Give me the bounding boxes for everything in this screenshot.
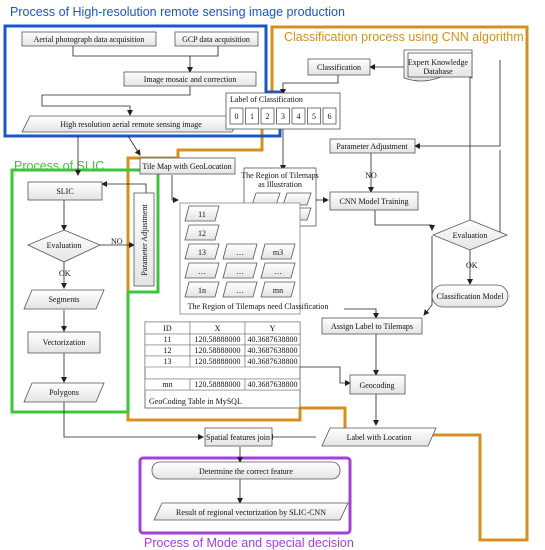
tilemap-tile-label: 11	[198, 210, 206, 219]
result-vectorization-node: Result of regional vectorization by SLIC…	[176, 508, 326, 517]
class-label-text: 3	[281, 112, 285, 121]
hr-image-node: High resolution aerial remote sensing im…	[60, 120, 202, 129]
classification-node: Classification	[317, 63, 361, 72]
class-label-box	[307, 107, 321, 125]
tilemap-tile	[184, 243, 220, 260]
class-label-boxes: 0 1 2 3 4 5 6	[229, 107, 337, 125]
tilemap-tile-label: mn	[273, 286, 283, 295]
class-label-box	[322, 107, 337, 125]
class-label-text: 0	[235, 112, 239, 121]
table-cell-text: X	[215, 324, 221, 333]
table-cell-text: 40.3687638800	[248, 357, 298, 366]
tilemap-tile	[184, 281, 220, 298]
class-label-text: 2	[266, 112, 270, 121]
tilemap-tile	[184, 262, 220, 279]
label-of-classification-title: Label of Classification	[230, 95, 303, 104]
tilemap-tile-label: …	[274, 267, 282, 276]
geocoding-table-caption: GeoCoding Table in MySQL	[149, 397, 242, 406]
tilemap-tile	[222, 281, 258, 298]
cnn-param-adjustment-node: Parameter Adjustment	[336, 142, 408, 151]
class-label-box	[260, 107, 275, 125]
assign-label-node: Assign Label to Tilemaps	[331, 322, 413, 331]
table-cell-text: Y	[270, 324, 276, 333]
class-label-text: 1	[250, 112, 254, 121]
table-cell-text: 13	[164, 357, 172, 366]
tilemap-tiles: 11 12 13 … m3 … … … 1n … mn	[184, 205, 296, 298]
class-label-box	[229, 107, 244, 125]
cnn-ok-label: OK	[466, 261, 478, 270]
illustration-text-1: The Region of Tilemaps	[241, 171, 319, 180]
slic-evaluation-node: Evaluation	[47, 241, 82, 250]
label-with-location-node: Label with Location	[347, 433, 412, 442]
table-cell-text: 120.58888000	[195, 346, 241, 355]
tilemap-tile-label: 13	[198, 248, 206, 257]
slic-no-label: NO	[111, 237, 123, 246]
class-label-text: 6	[328, 112, 332, 121]
illustration-tile	[282, 192, 312, 206]
tilemap-tile-label: 1n	[198, 286, 206, 295]
table-cell	[244, 378, 301, 391]
expert-db-text-1: Expert Knowledge	[408, 58, 469, 67]
tilemap-tile	[260, 243, 296, 260]
slic-process-title: Process of SLIC	[14, 159, 104, 173]
connectors	[41, 45, 501, 504]
class-label-box	[276, 107, 290, 125]
slic-ok-label: OK	[59, 269, 71, 278]
tilemap-tile	[222, 243, 258, 260]
tilemap-geolocation-node: Tile Map with GeoLocation	[142, 162, 231, 171]
tilemap-tile-label: …	[198, 267, 206, 276]
class-label-box	[291, 107, 306, 125]
class-label-text: 5	[312, 112, 316, 121]
cnn-region-outline	[126, 25, 529, 542]
determine-feature-node: Determine the correct feature	[199, 467, 293, 476]
table-cell-text: 120.58888000	[195, 357, 241, 366]
hr-process-title: Process of High-resolution remote sensin…	[10, 5, 345, 19]
geocoding-table-cells: ID X Y 11 120.58888000 40.3687638800 12 120.588…	[144, 321, 301, 391]
aerial-acquisition-node: Aerial photograph data acquisition	[34, 35, 145, 44]
tilemap-tile	[222, 262, 258, 279]
tilemap-tile-label: 12	[198, 229, 206, 238]
slic-node: SLIC	[56, 187, 73, 196]
table-cell-text: 120.58888000	[195, 380, 241, 389]
cnn-evaluation-node: Evaluation	[453, 231, 488, 240]
tilemap-tile	[184, 205, 220, 222]
vectorization-node: Vectorization	[43, 338, 86, 347]
slic-param-adjustment-node: Parameter Adjustment	[140, 204, 149, 276]
table-cell-text: mn	[162, 380, 172, 389]
cnn-training-node: CNN Model Training	[340, 197, 409, 206]
cnn-no-label: NO	[365, 171, 377, 180]
segments-node: Segments	[48, 295, 79, 304]
tilemap-tile-label: …	[236, 286, 244, 295]
tilemap-tile-label: …	[236, 267, 244, 276]
image-mosaic-node: Image mosaic and correction	[144, 75, 237, 84]
illustration-text-2: as Illustration	[258, 180, 302, 189]
class-label-box	[245, 107, 259, 125]
table-cell	[244, 355, 301, 368]
table-cell-text: 12	[164, 346, 172, 355]
tilemap-tile	[260, 262, 296, 279]
tilemap-tile-label: …	[236, 248, 244, 257]
classification-model-node: Classification Model	[437, 292, 505, 301]
table-cell-text: 40.3687638800	[248, 335, 298, 344]
expert-db-text-2: Database	[423, 67, 453, 76]
mode-process-title: Process of Mode and special decision	[144, 536, 354, 550]
table-cell-text: 11	[164, 335, 172, 344]
table-cell-text: 120.58888000	[195, 335, 241, 344]
tilemap-tile	[184, 224, 220, 241]
class-label-text: 4	[297, 112, 301, 121]
table-cell-text: 40.3687638800	[248, 380, 298, 389]
tilemap-tile-label: m3	[273, 248, 283, 257]
table-cell-text: ID	[163, 324, 172, 333]
mode-region-outline	[138, 456, 352, 535]
polygons-node: Polygons	[49, 388, 79, 397]
spatial-join-node: Spatial features join	[206, 433, 270, 442]
table-cell-text: 40.3687638800	[248, 346, 298, 355]
tilemap-tile	[260, 281, 296, 298]
tilemaps-caption: The Region of Tilemaps need Classificati…	[188, 302, 329, 311]
geocoding-node: Geocoding	[359, 381, 394, 390]
cnn-process-title: Classification process using CNN algorit…	[284, 30, 524, 44]
gcp-acquisition-node: GCP data acquisition	[182, 35, 250, 44]
